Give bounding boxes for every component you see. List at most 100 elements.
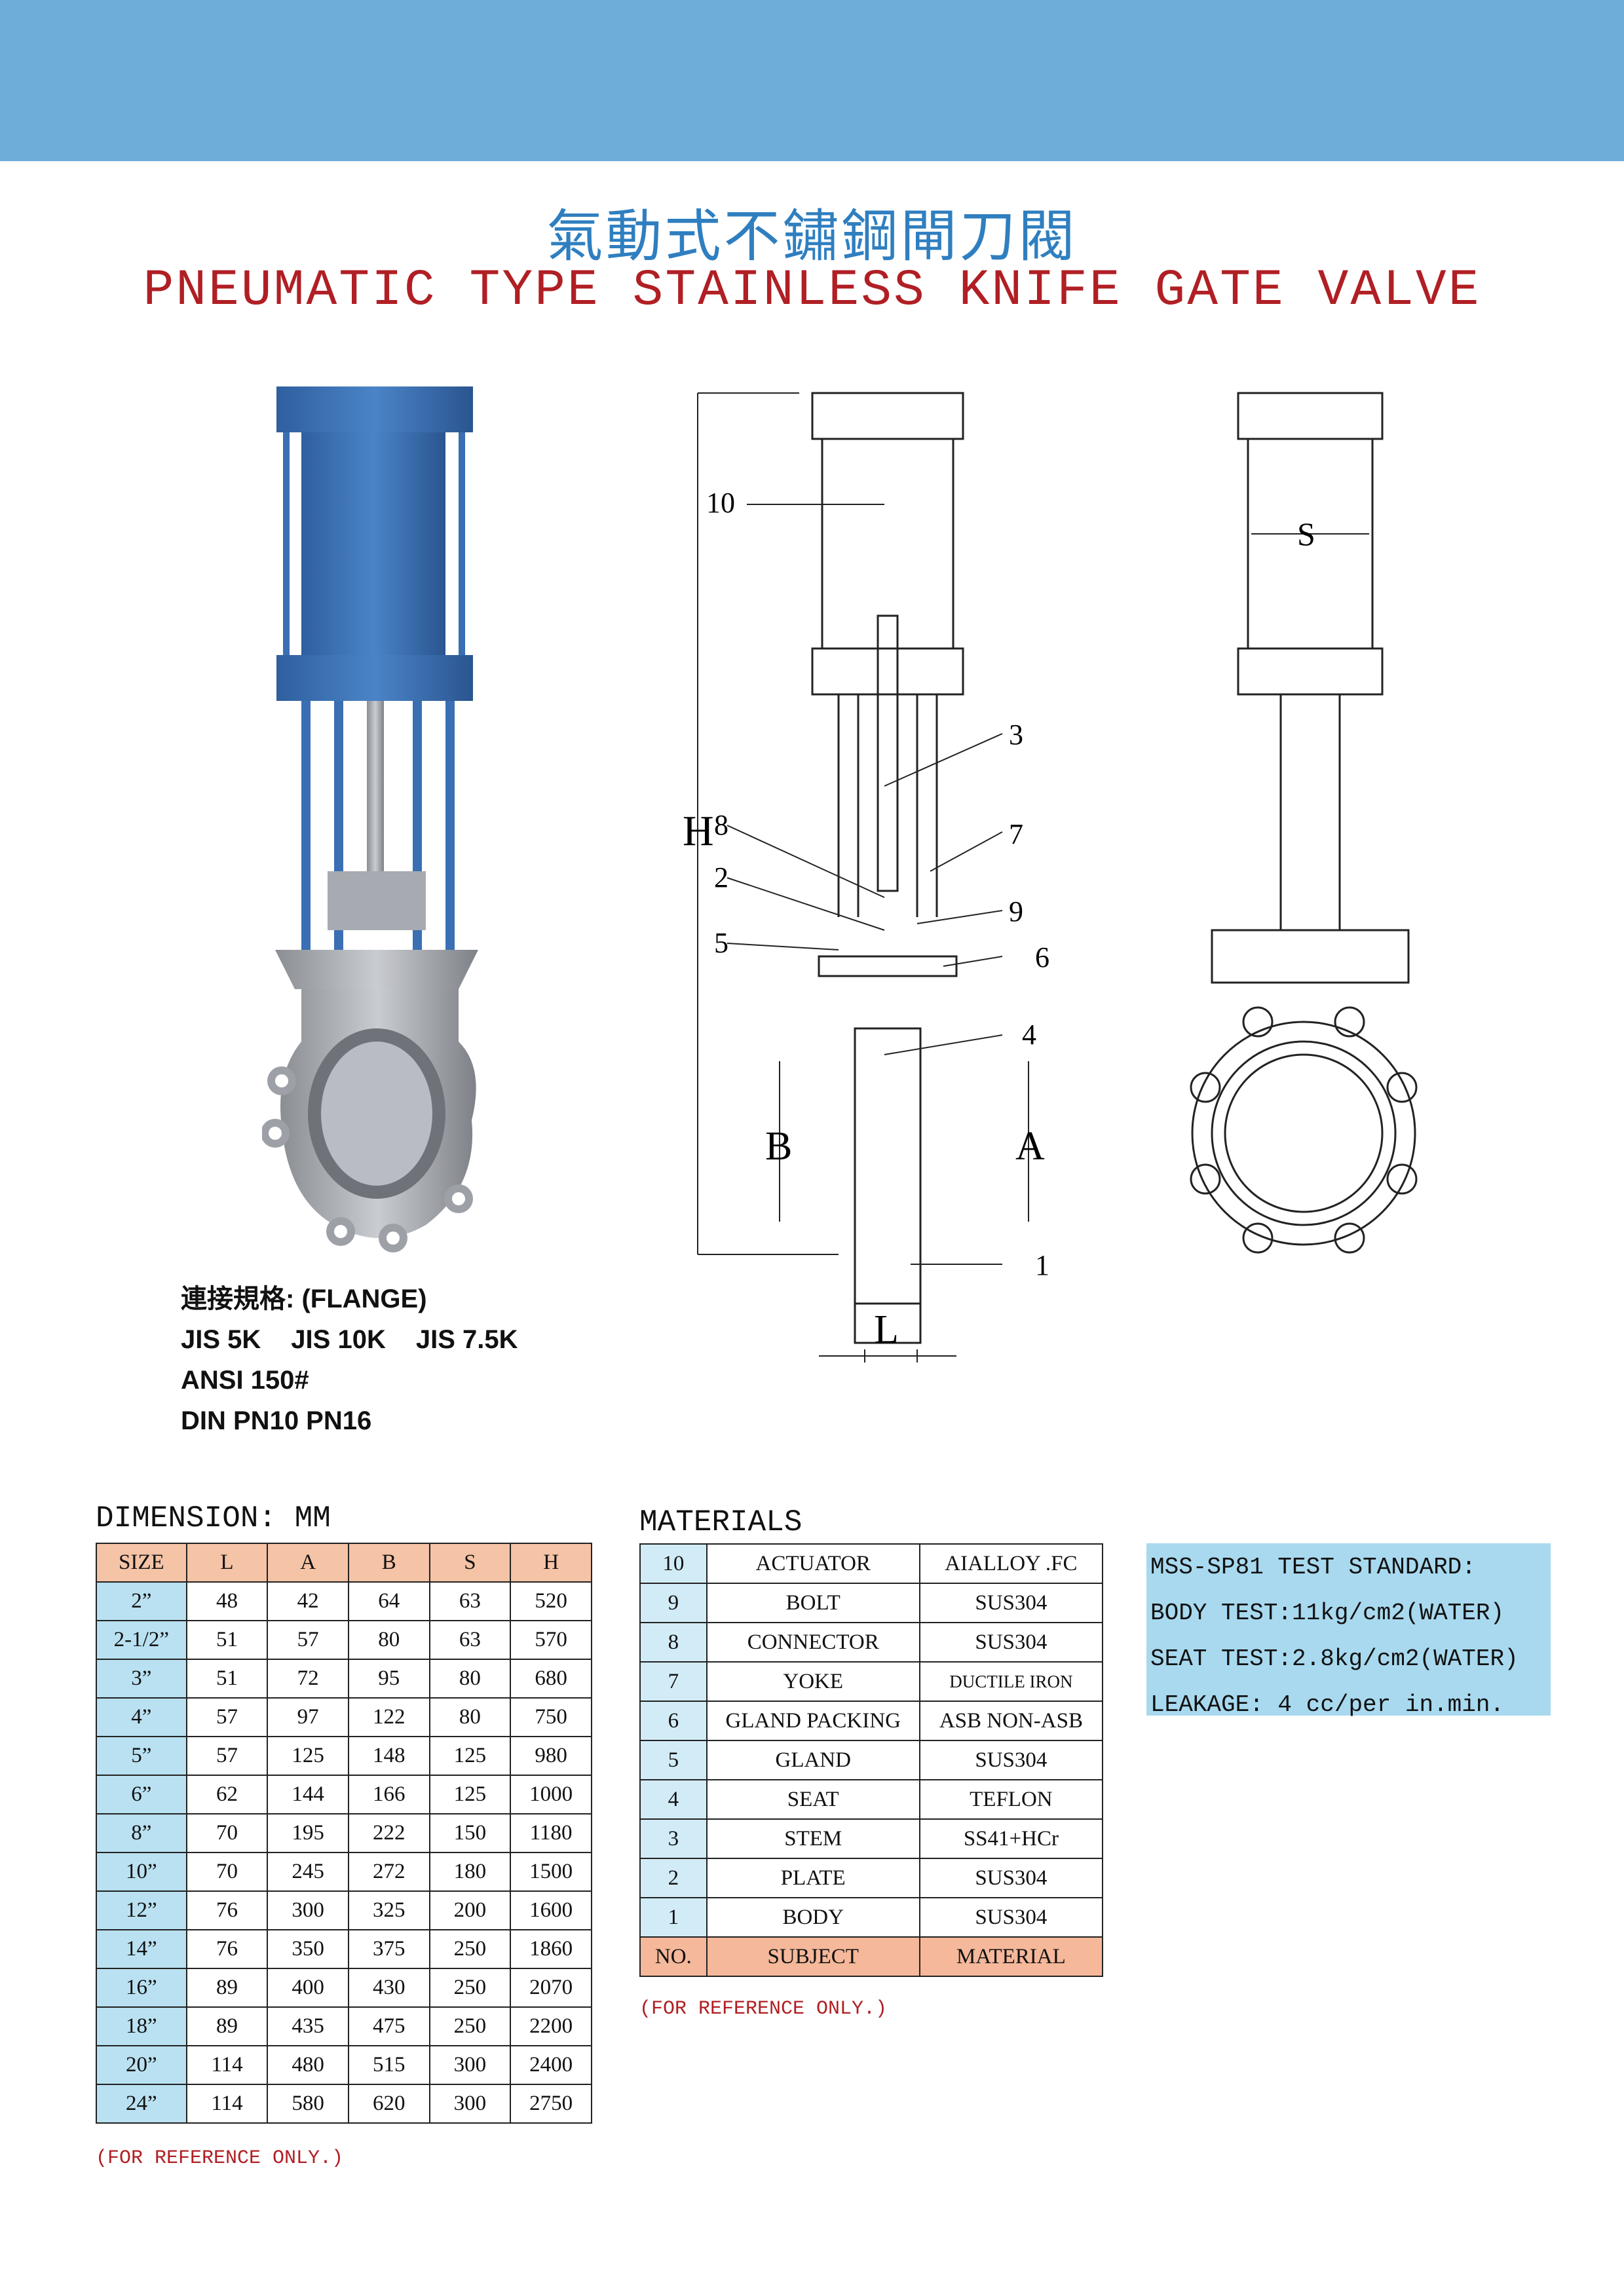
header-band xyxy=(0,0,1624,161)
subject-cell: PLATE xyxy=(706,1858,920,1898)
dimension-cell: 480 xyxy=(267,2045,349,2085)
subject-cell: CONNECTOR xyxy=(706,1622,920,1663)
dimension-cell: 42 xyxy=(267,1581,349,1621)
dimension-cell: 250 xyxy=(428,1929,512,1969)
size-cell: 16” xyxy=(96,1968,187,2008)
callout-10: 10 xyxy=(706,487,735,519)
front-section-drawing: H B A L 10 3 7 8 2 9 5 6 4 1 xyxy=(683,392,1049,1363)
dimension-cell: 144 xyxy=(267,1775,349,1814)
dimension-header-cell: SIZE xyxy=(96,1543,187,1583)
material-cell: SUS304 xyxy=(918,1622,1104,1663)
part-number-cell: 8 xyxy=(639,1622,708,1663)
dimension-cell: 80 xyxy=(347,1620,430,1660)
dim-label-S: S xyxy=(1297,516,1315,552)
materials-header-cell: SUBJECT xyxy=(706,1936,920,1977)
actuator-cylinder xyxy=(301,432,445,655)
dimension-cell: 980 xyxy=(510,1736,592,1776)
size-cell: 24” xyxy=(96,2084,187,2124)
dimension-cell: 245 xyxy=(267,1852,349,1892)
dimension-header-cell: H xyxy=(510,1543,592,1583)
dimension-cell: 1000 xyxy=(510,1775,592,1814)
dimension-cell: 200 xyxy=(428,1890,512,1930)
size-cell: 8” xyxy=(96,1813,187,1853)
jis-5k: JIS 5K xyxy=(181,1325,261,1354)
callout-9: 9 xyxy=(1009,895,1023,928)
subject-cell: GLAND xyxy=(706,1740,920,1780)
dimension-cell: 89 xyxy=(185,2006,269,2046)
dimension-cell: 300 xyxy=(428,2045,512,2085)
body-test: BODY TEST:11kg/cm2(WATER) xyxy=(1150,1600,1505,1626)
size-cell: 18” xyxy=(96,2006,187,2046)
size-cell: 4” xyxy=(96,1697,187,1737)
materials-note: (FOR REFERENCE ONLY.) xyxy=(639,1998,888,2020)
dimension-cell: 475 xyxy=(347,2006,430,2046)
dimension-cell: 300 xyxy=(428,2084,512,2124)
materials-header-cell: NO. xyxy=(639,1936,708,1977)
subject-cell: BOLT xyxy=(706,1583,920,1623)
material-cell: SUS304 xyxy=(918,1583,1104,1623)
dimension-cell: 57 xyxy=(185,1697,269,1737)
material-cell: SUS304 xyxy=(918,1740,1104,1780)
callout-8: 8 xyxy=(714,809,728,841)
dimension-cell: 51 xyxy=(185,1620,269,1660)
size-cell: 3” xyxy=(96,1659,187,1699)
subject-cell: GLAND PACKING xyxy=(706,1701,920,1741)
actuator-bottom-cap xyxy=(276,655,473,701)
dimension-header-cell: S xyxy=(428,1543,512,1583)
dimension-cell: 114 xyxy=(185,2084,269,2124)
dimension-cell: 515 xyxy=(347,2045,430,2085)
dimension-cell: 272 xyxy=(347,1852,430,1892)
dimension-cell: 1860 xyxy=(510,1929,592,1969)
jis-10k: JIS 10K xyxy=(291,1325,386,1354)
dimension-cell: 97 xyxy=(267,1697,349,1737)
dim-label-L: L xyxy=(874,1307,899,1352)
size-cell: 2-1/2” xyxy=(96,1620,187,1660)
callout-5: 5 xyxy=(714,927,728,959)
material-cell: SUS304 xyxy=(918,1897,1104,1938)
size-cell: 12” xyxy=(96,1890,187,1930)
dimension-cell: 125 xyxy=(267,1736,349,1776)
subject-cell: SEAT xyxy=(706,1779,920,1820)
size-cell: 6” xyxy=(96,1775,187,1814)
dimension-cell: 375 xyxy=(347,1929,430,1969)
dimension-cell: 250 xyxy=(428,1968,512,2008)
dimension-cell: 70 xyxy=(185,1813,269,1853)
leakage: LEAKAGE: 4 cc/per in.min. xyxy=(1150,1691,1505,1718)
materials-title: MATERIALS xyxy=(639,1505,803,1539)
dimension-cell: 2200 xyxy=(510,2006,592,2046)
dimension-cell: 80 xyxy=(428,1659,512,1699)
subject-cell: ACTUATOR xyxy=(706,1543,920,1584)
subject-cell: BODY xyxy=(706,1897,920,1938)
connection-label-row: 連接規格: (FLANGE) xyxy=(181,1279,548,1319)
dimension-cell: 2400 xyxy=(510,2045,592,2085)
dimension-cell: 62 xyxy=(185,1775,269,1814)
dimension-header-cell: L xyxy=(185,1543,269,1583)
side-view-drawing: S xyxy=(1190,392,1418,1254)
dimension-cell: 435 xyxy=(267,2006,349,2046)
dimension-cell: 64 xyxy=(347,1581,430,1621)
material-cell: SS41+HCr xyxy=(918,1818,1104,1859)
dimension-cell: 57 xyxy=(267,1620,349,1660)
material-cell: ASB NON-ASB xyxy=(918,1701,1104,1741)
dimension-cell: 150 xyxy=(428,1813,512,1853)
dimension-header-cell: B xyxy=(347,1543,430,1583)
dimension-cell: 2070 xyxy=(510,1968,592,2008)
ansi-standard: ANSI 150# xyxy=(181,1366,309,1395)
dimension-cell: 125 xyxy=(428,1775,512,1814)
callout-2: 2 xyxy=(714,861,728,893)
subject-cell: YOKE xyxy=(706,1661,920,1702)
dimension-cell: 2750 xyxy=(510,2084,592,2124)
dimension-cell: 1500 xyxy=(510,1852,592,1892)
callout-3: 3 xyxy=(1009,719,1023,751)
